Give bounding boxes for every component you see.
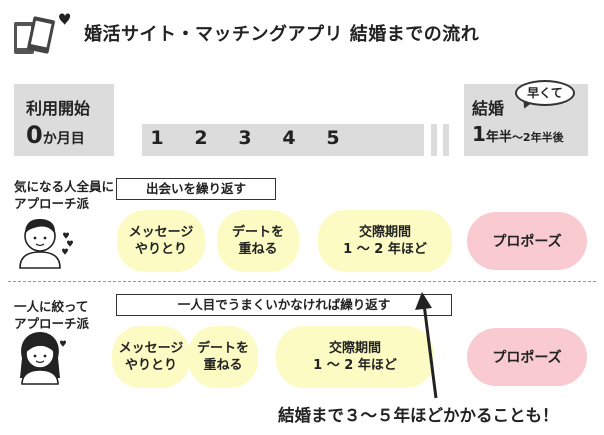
woman-avatar-icon	[20, 332, 66, 385]
speech-bubble: 早くて	[515, 80, 575, 106]
start-box	[14, 84, 114, 156]
step-message: メッセージ やりとり	[117, 210, 205, 272]
month-1: 1	[150, 127, 164, 149]
month-3: 3	[238, 127, 252, 149]
step-relationship: 交際期間 1 〜 2 年ほど	[318, 210, 452, 272]
step-relationship: 交際期間 1 〜 2 年ほど	[276, 326, 434, 388]
propose-box: プロポーズ	[467, 212, 587, 270]
timeline-break	[431, 124, 437, 156]
timeline-break	[443, 124, 449, 156]
start-month: 0か月目	[26, 121, 85, 149]
month-2: 2	[194, 127, 208, 149]
month-5: 5	[326, 127, 340, 149]
step-message: メッセージ やりとり	[112, 326, 190, 388]
section1-note: 出会いを繰り返す	[116, 178, 276, 200]
start-label: 利用開始	[26, 99, 91, 118]
footer-note: 結婚まで３〜５年ほどかかることも！	[278, 406, 559, 425]
section2-note: 一人目でうまくいかなければ繰り返す	[116, 294, 452, 316]
section2-label: 一人に絞って アプローチ派	[14, 299, 90, 331]
end-label: 結婚	[472, 99, 505, 118]
propose-box: プロポーズ	[467, 328, 587, 386]
step-date: デートを 重ねる	[217, 210, 299, 272]
end-duration: 1年半〜2年半後	[472, 122, 564, 146]
phones-with-heart-icon	[14, 13, 71, 54]
page-title: 婚活サイト・マッチングアプリ 結婚までの流れ	[84, 24, 480, 45]
month-4: 4	[282, 127, 296, 149]
step-date: デートを 重ねる	[188, 326, 258, 388]
section1-label: 気になる人全員に アプローチ派	[14, 179, 115, 211]
section-divider	[8, 281, 596, 282]
timeline-bar	[142, 124, 424, 156]
man-avatar-icon	[19, 219, 73, 269]
